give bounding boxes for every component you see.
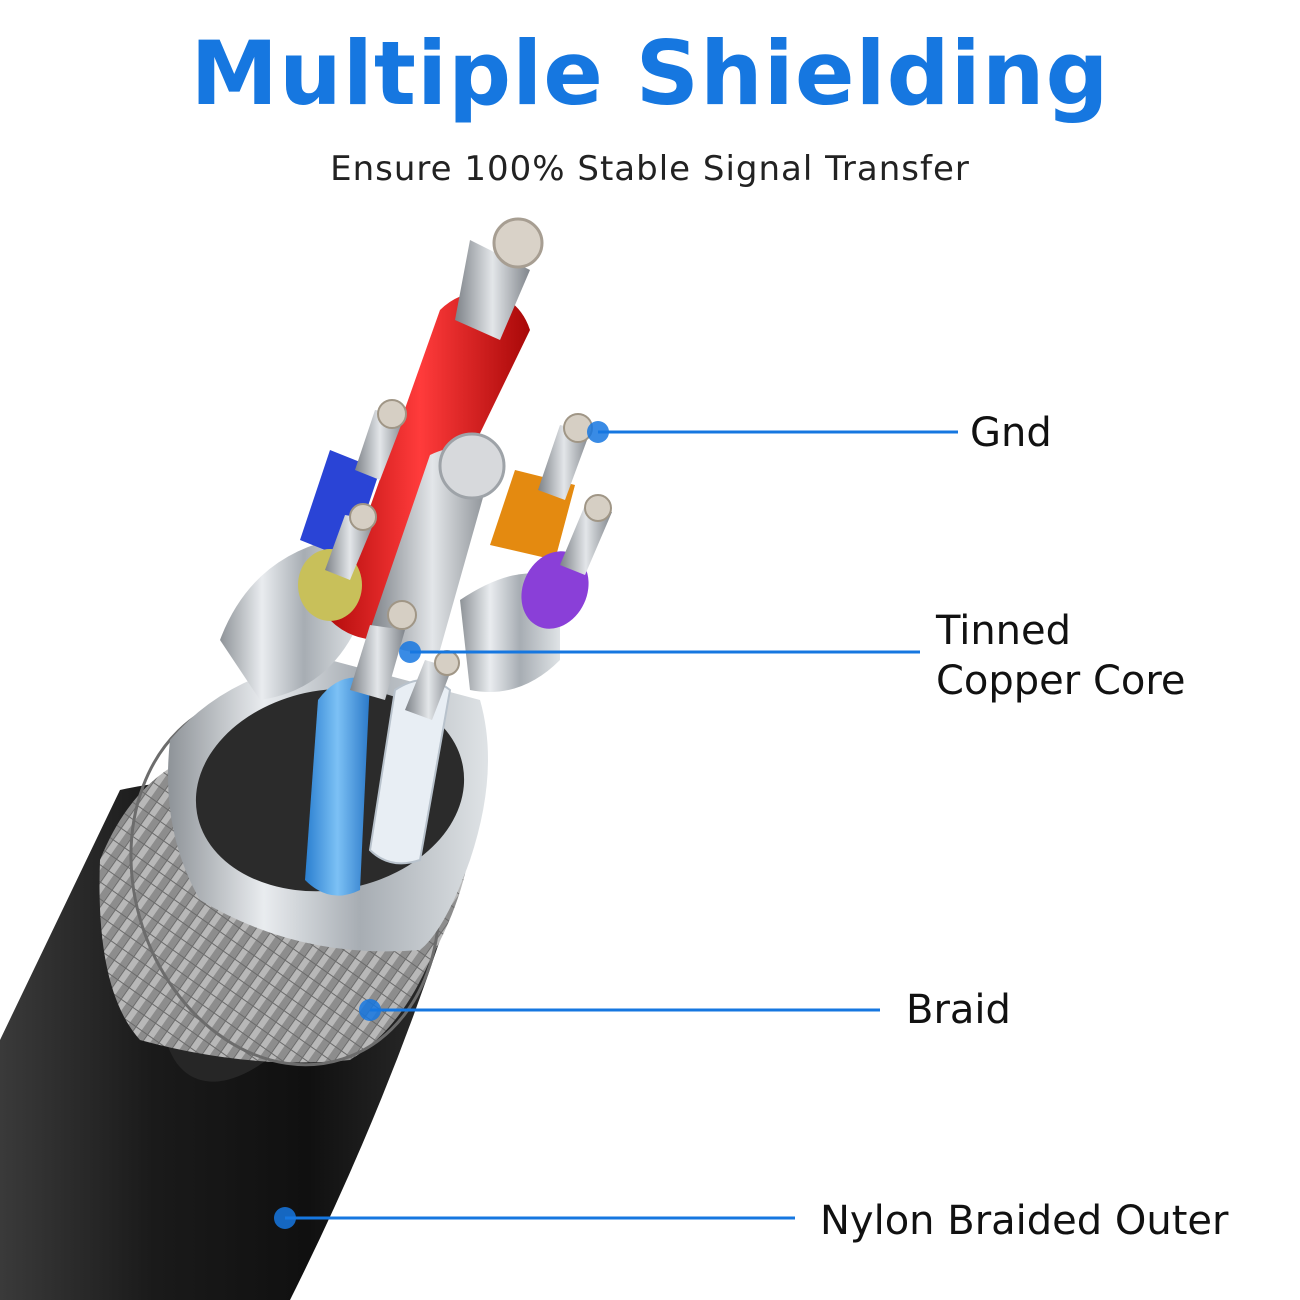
callout-label-gnd-line: Gnd — [970, 410, 1052, 456]
wire-light-blue — [305, 600, 417, 896]
callout-braid-connector — [359, 999, 880, 1021]
callout-label-core-line-2: Copper Core — [936, 658, 1186, 704]
page-subtitle: Ensure 100% Stable Signal Transfer — [330, 149, 970, 189]
callout-core-connector — [399, 641, 920, 663]
wire-purple — [521, 494, 612, 629]
wire-white — [368, 650, 460, 865]
callout-label-nylon-braided-outer: Nylon Braided Outer — [820, 1196, 1228, 1246]
callout-label-braid-line: Braid — [906, 987, 1011, 1033]
callout-label-tinned-copper-core: Tinned Copper Core — [936, 606, 1186, 706]
callout-label-outer-line: Nylon Braided Outer — [820, 1198, 1229, 1244]
callout-label-gnd: Gnd — [970, 408, 1052, 458]
page-title: Multiple Shielding — [190, 22, 1110, 125]
callout-gnd-connector — [587, 421, 958, 443]
callout-label-braid: Braid — [906, 985, 1011, 1035]
callout-outer-connector — [274, 1207, 795, 1229]
wire-blue — [300, 399, 407, 560]
callout-label-core-line-1: Tinned — [936, 608, 1072, 654]
wire-orange — [490, 413, 593, 560]
wire-yellow — [298, 503, 377, 621]
